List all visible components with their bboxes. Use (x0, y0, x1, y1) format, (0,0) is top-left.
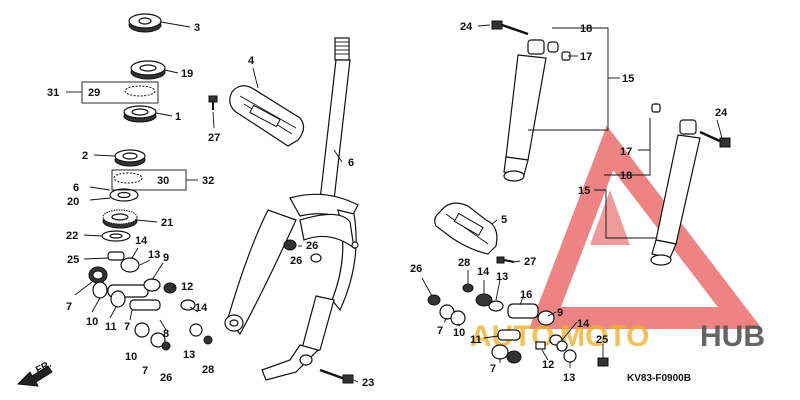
callout-26-right: 26 (410, 263, 422, 275)
callout-3: 3 (194, 22, 200, 34)
callout-10-left-b: 10 (125, 351, 137, 363)
callout-13-right-bottom: 13 (563, 372, 575, 384)
callout-27-right: 27 (524, 256, 536, 268)
callout-2: 2 (82, 150, 88, 162)
callout-5: 5 (501, 214, 507, 226)
callout-14-left-bottom: 14 (195, 302, 208, 314)
callout-6-left: 6 (73, 182, 79, 194)
callout-24-right: 24 (715, 107, 728, 119)
callout-7-left-b: 7 (124, 321, 130, 333)
callout-13-right-top: 13 (496, 271, 508, 283)
top-nut (128, 13, 162, 33)
callout-7-left-a: 7 (66, 301, 72, 313)
callout-18-right: 18 (620, 170, 632, 182)
callout-17-right: 17 (620, 146, 632, 158)
watermark-part3: HUB (700, 320, 765, 353)
callout-28-right: 28 (458, 257, 470, 269)
bottom-cone-race (109, 188, 139, 202)
callout-14-right-bottom: 14 (577, 318, 590, 330)
callout-labels: 3 19 31 29 1 2 30 32 6 20 21 22 14 25 13… (47, 21, 728, 389)
screw-27-left (208, 95, 218, 110)
callout-26-left: 26 (160, 372, 172, 384)
top-cone-race (130, 60, 166, 80)
callout-21: 21 (161, 217, 173, 229)
callout-14-right-top: 14 (477, 266, 490, 278)
callout-16: 16 (520, 289, 532, 301)
bolt-23 (319, 368, 354, 384)
leader-lines (66, 21, 723, 383)
shock-absorber-lower (650, 103, 701, 266)
callout-28-left: 28 (202, 364, 214, 376)
bolt-24-top (491, 20, 529, 36)
callout-9-left: 9 (163, 252, 169, 264)
callout-1: 1 (175, 111, 181, 123)
callout-7-right-a: 7 (437, 325, 443, 337)
callout-12-right: 12 (542, 359, 554, 371)
diagram-code: KV83-F0900B (627, 373, 691, 384)
left-link-assembly (88, 251, 213, 351)
washer (101, 230, 131, 242)
callout-11-right: 11 (470, 334, 482, 346)
callout-26-center-a: 26 (306, 240, 318, 252)
callout-27-left: 27 (208, 132, 220, 144)
dust-seal (102, 209, 138, 229)
callout-8: 8 (163, 328, 169, 340)
callout-22: 22 (66, 230, 78, 242)
front-fork (224, 37, 359, 381)
front-direction-label: FR. (34, 359, 54, 376)
callout-7-left-c: 7 (142, 365, 148, 377)
callout-31: 31 (47, 87, 59, 99)
callout-25-right: 25 (596, 334, 608, 346)
callout-7-right-b: 7 (490, 363, 496, 375)
callout-13-left-top: 13 (148, 249, 160, 261)
top-ball-race (123, 105, 157, 123)
handle-grip (229, 85, 305, 147)
watermark-logo (529, 125, 763, 329)
callout-20: 20 (67, 196, 79, 208)
screw-27-right (496, 256, 515, 264)
fork-cover (434, 202, 498, 255)
callout-4: 4 (248, 55, 255, 67)
callout-6: 6 (348, 157, 354, 169)
callout-23: 23 (362, 377, 374, 389)
front-direction-arrow (16, 365, 53, 387)
callout-15-right: 15 (578, 185, 590, 197)
shock-absorber-upper (503, 39, 571, 182)
steel-balls-top (124, 85, 156, 97)
callout-13-left-bottom: 13 (183, 349, 195, 361)
callout-15-top: 15 (622, 73, 634, 85)
bottom-ball-race (114, 149, 146, 167)
callout-14-left-top: 14 (135, 235, 148, 247)
watermark-part2: MOTO (560, 320, 649, 353)
steel-balls-bottom (113, 172, 143, 184)
callout-12-left: 12 (181, 281, 193, 293)
callout-32: 32 (202, 175, 214, 187)
callout-19: 19 (181, 68, 193, 80)
nut-26-center (283, 239, 322, 263)
callout-18-top: 18 (580, 23, 592, 35)
callout-10-left-a: 10 (86, 316, 98, 328)
watermark-text: AUTO MOTO HUB (470, 320, 765, 353)
callout-9-right: 9 (557, 307, 563, 319)
callout-24-top: 24 (460, 21, 473, 33)
callout-29: 29 (88, 87, 100, 99)
bolt-24-right (699, 130, 731, 148)
callout-17-top: 17 (580, 51, 592, 63)
callout-10-right: 10 (453, 327, 465, 339)
callout-11-left: 11 (105, 321, 117, 333)
callout-25-left: 25 (67, 254, 79, 266)
callout-26-center-b: 26 (290, 255, 302, 267)
callout-30: 30 (157, 175, 169, 187)
